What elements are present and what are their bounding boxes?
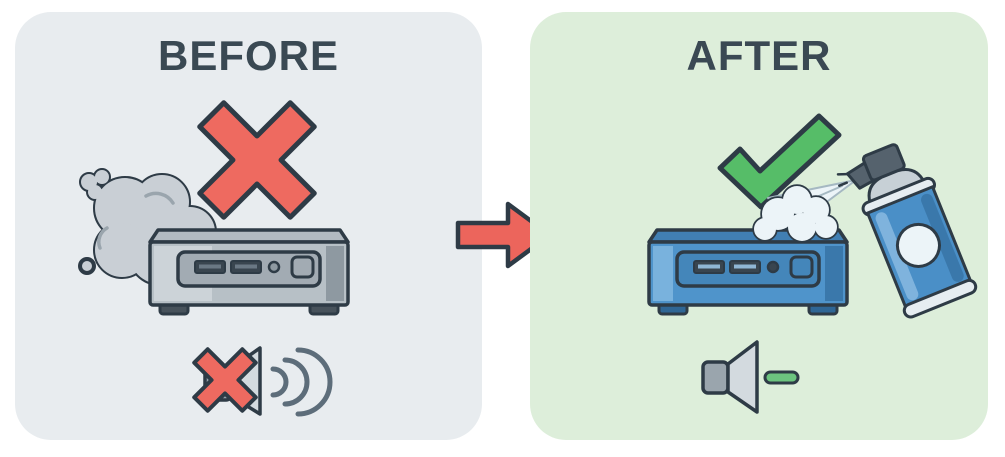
low-volume-dash-icon <box>763 370 800 385</box>
right-arrow-icon <box>455 201 553 269</box>
muted-noisy-speaker-icon <box>192 346 333 417</box>
compressed-air-can-icon <box>752 143 978 319</box>
after-title: AFTER <box>686 32 832 79</box>
sound-waves-icon <box>270 347 333 417</box>
dusty-mini-pc-icon <box>148 228 350 316</box>
can-label-icon <box>895 222 941 268</box>
air-puff-icon <box>752 184 839 243</box>
before-panel: BEFORE <box>15 12 482 440</box>
before-title: BEFORE <box>157 32 339 79</box>
check-mark-icon <box>717 113 842 210</box>
quiet-speaker-icon <box>701 340 800 414</box>
cross-mark-icon <box>197 100 317 220</box>
after-panel: AFTER <box>530 12 988 440</box>
small-cross-icon <box>192 347 258 413</box>
